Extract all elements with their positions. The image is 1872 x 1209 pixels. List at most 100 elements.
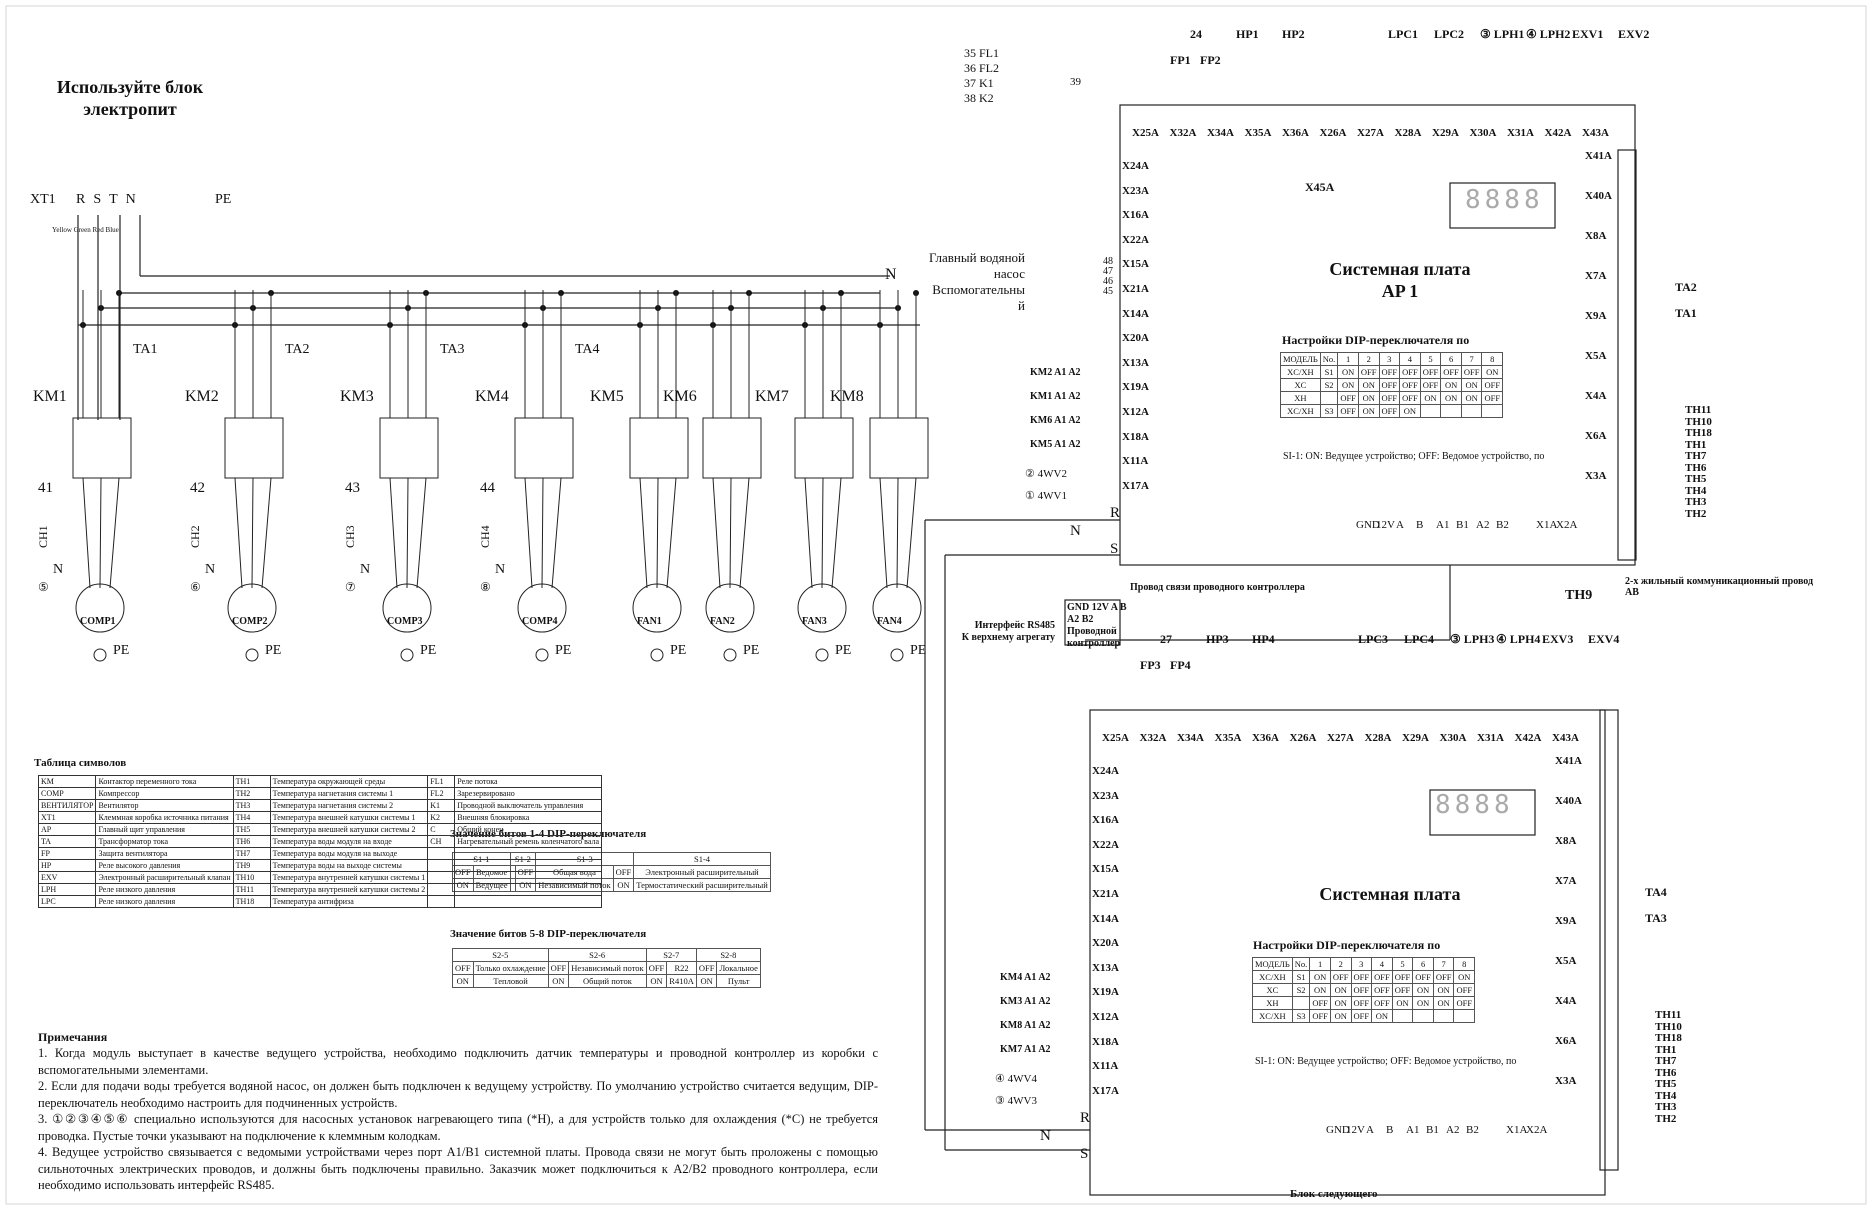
dip-cell: OFF	[1481, 391, 1504, 405]
connector-X35A: X35A	[1244, 127, 1272, 139]
symbol-cell: Температура внешней катушки системы 2	[269, 823, 429, 836]
dip-cell: ON	[1460, 378, 1483, 392]
wire	[879, 477, 888, 589]
top-label: ③ LPH3	[1450, 632, 1495, 646]
wire-colors: Yellow Green Red Blue	[52, 226, 119, 234]
bits-cell: Электронный расширительный	[633, 865, 771, 879]
connector-X17A: X17A	[1122, 479, 1149, 492]
symbol-cell	[427, 871, 456, 884]
symbol-cell: TH7	[232, 847, 271, 860]
motor-FAN1: FAN1	[637, 616, 662, 627]
wire	[831, 477, 842, 589]
connector-X43A: X43A	[1552, 732, 1579, 744]
rns-N: N	[1070, 523, 1081, 539]
dip-cell: OFF	[1371, 983, 1393, 997]
dip-cell: ON	[1371, 1009, 1393, 1023]
motor-COMP1: COMP1	[80, 616, 116, 627]
controller-pins: GND 12V A B	[1067, 602, 1127, 613]
bottom-B1: B1	[1426, 1124, 1439, 1136]
connector-X20A: X20A	[1122, 332, 1149, 345]
symbol-cell: Электронный расширительный клапан	[95, 871, 234, 884]
rns-N: N	[1040, 1128, 1051, 1144]
note-item: 3. ①②③④⑤⑥ специально используются для на…	[38, 1112, 878, 1143]
wire	[821, 477, 824, 589]
bits-cell: ON	[612, 878, 635, 892]
symbol-cell: K2	[427, 811, 456, 824]
bottom-12V: 12V	[1346, 1124, 1365, 1136]
connector-X26A: X26A	[1319, 127, 1347, 139]
dip-cell: XC/XH	[1252, 970, 1293, 984]
dip-cell: ON	[1432, 996, 1455, 1010]
dip-cell	[1412, 1009, 1434, 1023]
bits-header: S2-6	[547, 948, 647, 962]
bottom-X2A: X2A	[1526, 1124, 1548, 1136]
sensor-TH4: TH4	[1685, 484, 1707, 497]
connector-X3A: X3A	[1555, 1075, 1577, 1087]
board1-outline	[1119, 104, 1636, 566]
side-KM2: KM2 A1 A2	[1030, 367, 1081, 378]
symbol-cell: TH11	[232, 883, 271, 896]
controller-label: Проводной контроллер	[1067, 626, 1121, 649]
connector-X22A: X22A	[1092, 838, 1119, 851]
dip-cell	[1432, 1009, 1455, 1023]
dip-cell: ON	[1337, 365, 1359, 379]
symbol-cell: FP	[37, 847, 97, 860]
heater-label: CH2	[188, 525, 202, 548]
sensor-TH7: TH7	[1655, 1055, 1677, 1067]
rns-S: S	[1080, 1146, 1089, 1162]
contactor-KM8: KM8	[830, 388, 864, 405]
contactor-KM5: KM5	[590, 388, 624, 405]
wire	[804, 477, 813, 589]
neutral-label: N	[53, 562, 64, 577]
bottom-A: A	[1366, 1124, 1374, 1136]
rs485-label: Интерфейс RS485	[974, 620, 1055, 631]
connector-X5A: X5A	[1555, 955, 1577, 967]
connector-X29A: X29A	[1432, 127, 1459, 139]
dip-header-cell: 1	[1337, 352, 1359, 366]
temp-TA4: TA4	[1645, 885, 1667, 899]
symbol-cell: TH18	[232, 895, 271, 908]
heater-label: CH1	[36, 525, 50, 548]
dip-header-cell: No.	[1319, 352, 1339, 366]
connector-X34A: X34A	[1177, 732, 1204, 744]
board1-ctrl-note: Провод связи проводного контроллера	[1130, 582, 1305, 593]
dip-cell: ON	[1357, 391, 1380, 405]
symbol-cell: TH5	[232, 823, 271, 836]
fp-label: FP1	[1170, 53, 1191, 67]
dip-cell: ON	[1357, 404, 1380, 418]
connector-X24A: X24A	[1122, 160, 1149, 172]
wv-label: ② 4WV2	[1025, 468, 1067, 480]
dip-cell: OFF	[1350, 996, 1373, 1010]
symbol-cell: Температура антифриза	[269, 895, 429, 908]
connector-X19A: X19A	[1122, 381, 1149, 394]
dip-header-cell: 6	[1440, 352, 1462, 366]
dip-cell: ON	[1329, 996, 1352, 1010]
symbol-cell: TA	[37, 835, 97, 848]
wire	[109, 477, 120, 589]
symbol-cell: HP	[37, 859, 97, 872]
dip-cell: OFF	[1419, 365, 1442, 379]
bottom-A1: A1	[1436, 519, 1450, 531]
dip-cell: XC	[1280, 378, 1321, 392]
board2-dip-note: SI-1: ON: Ведущее устройство; OFF: Ведом…	[1255, 1056, 1517, 1067]
connector-X9A: X9A	[1555, 915, 1577, 927]
pump-number: 45	[1103, 286, 1113, 297]
connector-X4A: X4A	[1585, 390, 1607, 402]
symbol-cell: Внешняя блокировка	[454, 811, 603, 824]
dip-cell: OFF	[1432, 970, 1455, 984]
dip-cell: OFF	[1378, 378, 1401, 392]
symbol-cell: AP	[37, 823, 97, 836]
notes-block: Примечания 1. Когда модуль выступает в к…	[38, 1030, 878, 1194]
pump-number: 48	[1103, 256, 1113, 267]
connector-X29A: X29A	[1402, 732, 1429, 744]
wire	[666, 477, 677, 589]
contactor-box	[702, 417, 762, 479]
seven-segment-display: 8888	[1435, 790, 1514, 820]
symbol-cell: Клеммная коробка источника питания	[95, 811, 234, 824]
top-label: HP4	[1252, 632, 1275, 646]
dip-cell	[1481, 404, 1504, 418]
dip-header-cell: 7	[1432, 957, 1455, 971]
